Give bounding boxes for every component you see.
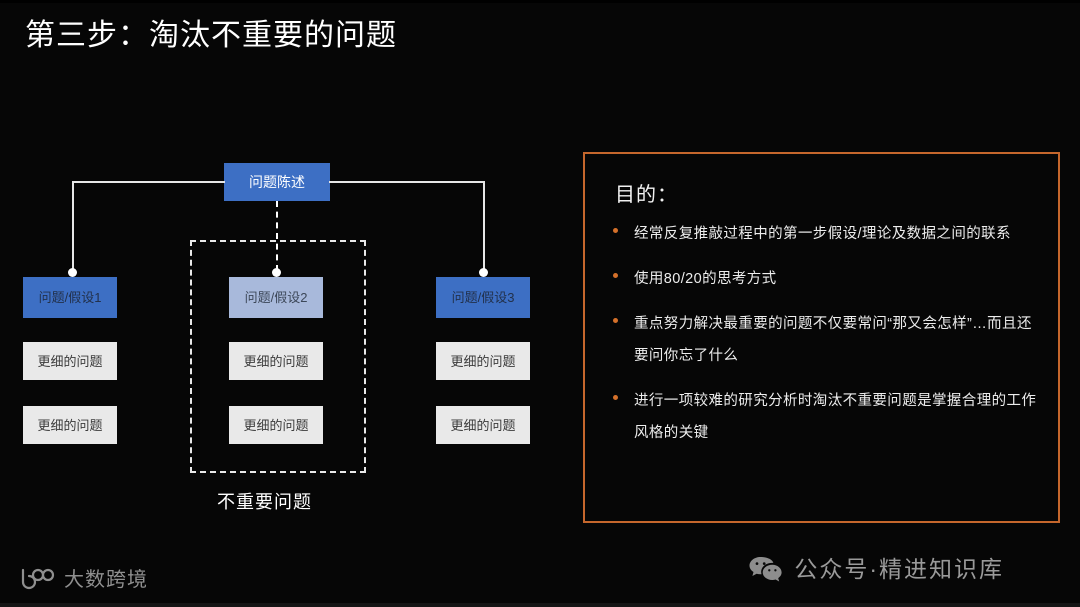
sub-question-node-2-1[interactable]: 更细的问题 [229, 342, 323, 380]
bullet-dot-icon [613, 228, 618, 233]
connector-endpoint-dot-middle [272, 268, 281, 277]
diagram-root-node[interactable]: 问题陈述 [224, 163, 330, 201]
hypothesis-node-3[interactable]: 问题/假设3 [436, 277, 530, 318]
hypothesis-label-1: 问题/假设1 [38, 290, 102, 305]
sub-question-node-1-1[interactable]: 更细的问题 [23, 342, 117, 380]
hypothesis-node-1[interactable]: 问题/假设1 [23, 277, 117, 318]
page-title: 第三步：淘汰不重要的问题 [25, 19, 397, 52]
bullet-text-4: 进行一项较难的研究分析时淘汰不重要问题是掌握合理的工作风格的关键 [634, 393, 1037, 441]
connector-drop-middle-dashed [276, 201, 278, 271]
bullet-dot-icon [613, 318, 618, 323]
bullet-text-3: 重点努力解决最重要的问题不仅要常问“那又会怎样”…而且还要问你忘了什么 [634, 316, 1032, 364]
list-item: 使用80/20的思考方式 [609, 263, 1046, 295]
issue-tree-diagram: 问题陈述 不重要问题 问题/假设1 更细的问题 更细的问题 问题/假设2 [0, 140, 575, 530]
infinity-logo-icon [16, 567, 56, 593]
purpose-panel: 目的： 经常反复推敲过程中的第一步假设/理论及数据之间的联系 使用80/20的思… [583, 152, 1060, 523]
sub-question-node-3-1[interactable]: 更细的问题 [436, 342, 530, 380]
brand-name: 大数跨境 [64, 569, 148, 591]
sub-question-label-3-2: 更细的问题 [450, 417, 516, 433]
diagram-root-label: 问题陈述 [249, 174, 305, 190]
hypothesis-label-3: 问题/假设3 [451, 290, 515, 305]
sub-question-node-2-2[interactable]: 更细的问题 [229, 406, 323, 444]
unimportant-question-group-label: 不重要问题 [217, 492, 312, 512]
watermark-label: 公众号·精进知识库 [794, 555, 1004, 582]
bullet-text-2: 使用80/20的思考方式 [634, 271, 777, 287]
hypothesis-label-2: 问题/假设2 [244, 290, 308, 305]
connector-endpoint-dot-left [68, 268, 77, 277]
bullet-dot-icon [613, 273, 618, 278]
hypothesis-node-2[interactable]: 问题/假设2 [229, 277, 323, 318]
connector-drop-left [72, 181, 74, 273]
sub-question-label-3-1: 更细的问题 [450, 353, 516, 369]
connector-endpoint-dot-right [479, 268, 488, 277]
unimportant-question-group-box [190, 240, 366, 473]
sub-question-label-2-2: 更细的问题 [243, 417, 309, 433]
list-item: 进行一项较难的研究分析时淘汰不重要问题是掌握合理的工作风格的关键 [609, 385, 1046, 449]
sub-question-label-1-1: 更细的问题 [37, 353, 103, 369]
connector-drop-right [483, 181, 485, 273]
bullet-text-1: 经常反复推敲过程中的第一步假设/理论及数据之间的联系 [634, 226, 1011, 242]
bullet-dot-icon [613, 395, 618, 400]
brand-logo: 大数跨境 [16, 565, 148, 595]
wechat-watermark: 公众号·精进知识库 [748, 553, 1004, 585]
slide-top-edge [0, 0, 1080, 3]
sub-question-label-2-1: 更细的问题 [243, 353, 309, 369]
sub-question-node-3-2[interactable]: 更细的问题 [436, 406, 530, 444]
wechat-icon [748, 555, 782, 583]
connector-root-to-right [329, 181, 484, 183]
purpose-panel-title: 目的： [615, 184, 678, 206]
sub-question-node-1-2[interactable]: 更细的问题 [23, 406, 117, 444]
list-item: 重点努力解决最重要的问题不仅要常问“那又会怎样”…而且还要问你忘了什么 [609, 308, 1046, 372]
connector-root-to-left [72, 181, 225, 183]
slide-bottom-edge [0, 603, 1080, 607]
purpose-bullet-list: 经常反复推敲过程中的第一步假设/理论及数据之间的联系 使用80/20的思考方式 … [609, 218, 1046, 462]
sub-question-label-1-2: 更细的问题 [37, 417, 103, 433]
list-item: 经常反复推敲过程中的第一步假设/理论及数据之间的联系 [609, 218, 1046, 250]
